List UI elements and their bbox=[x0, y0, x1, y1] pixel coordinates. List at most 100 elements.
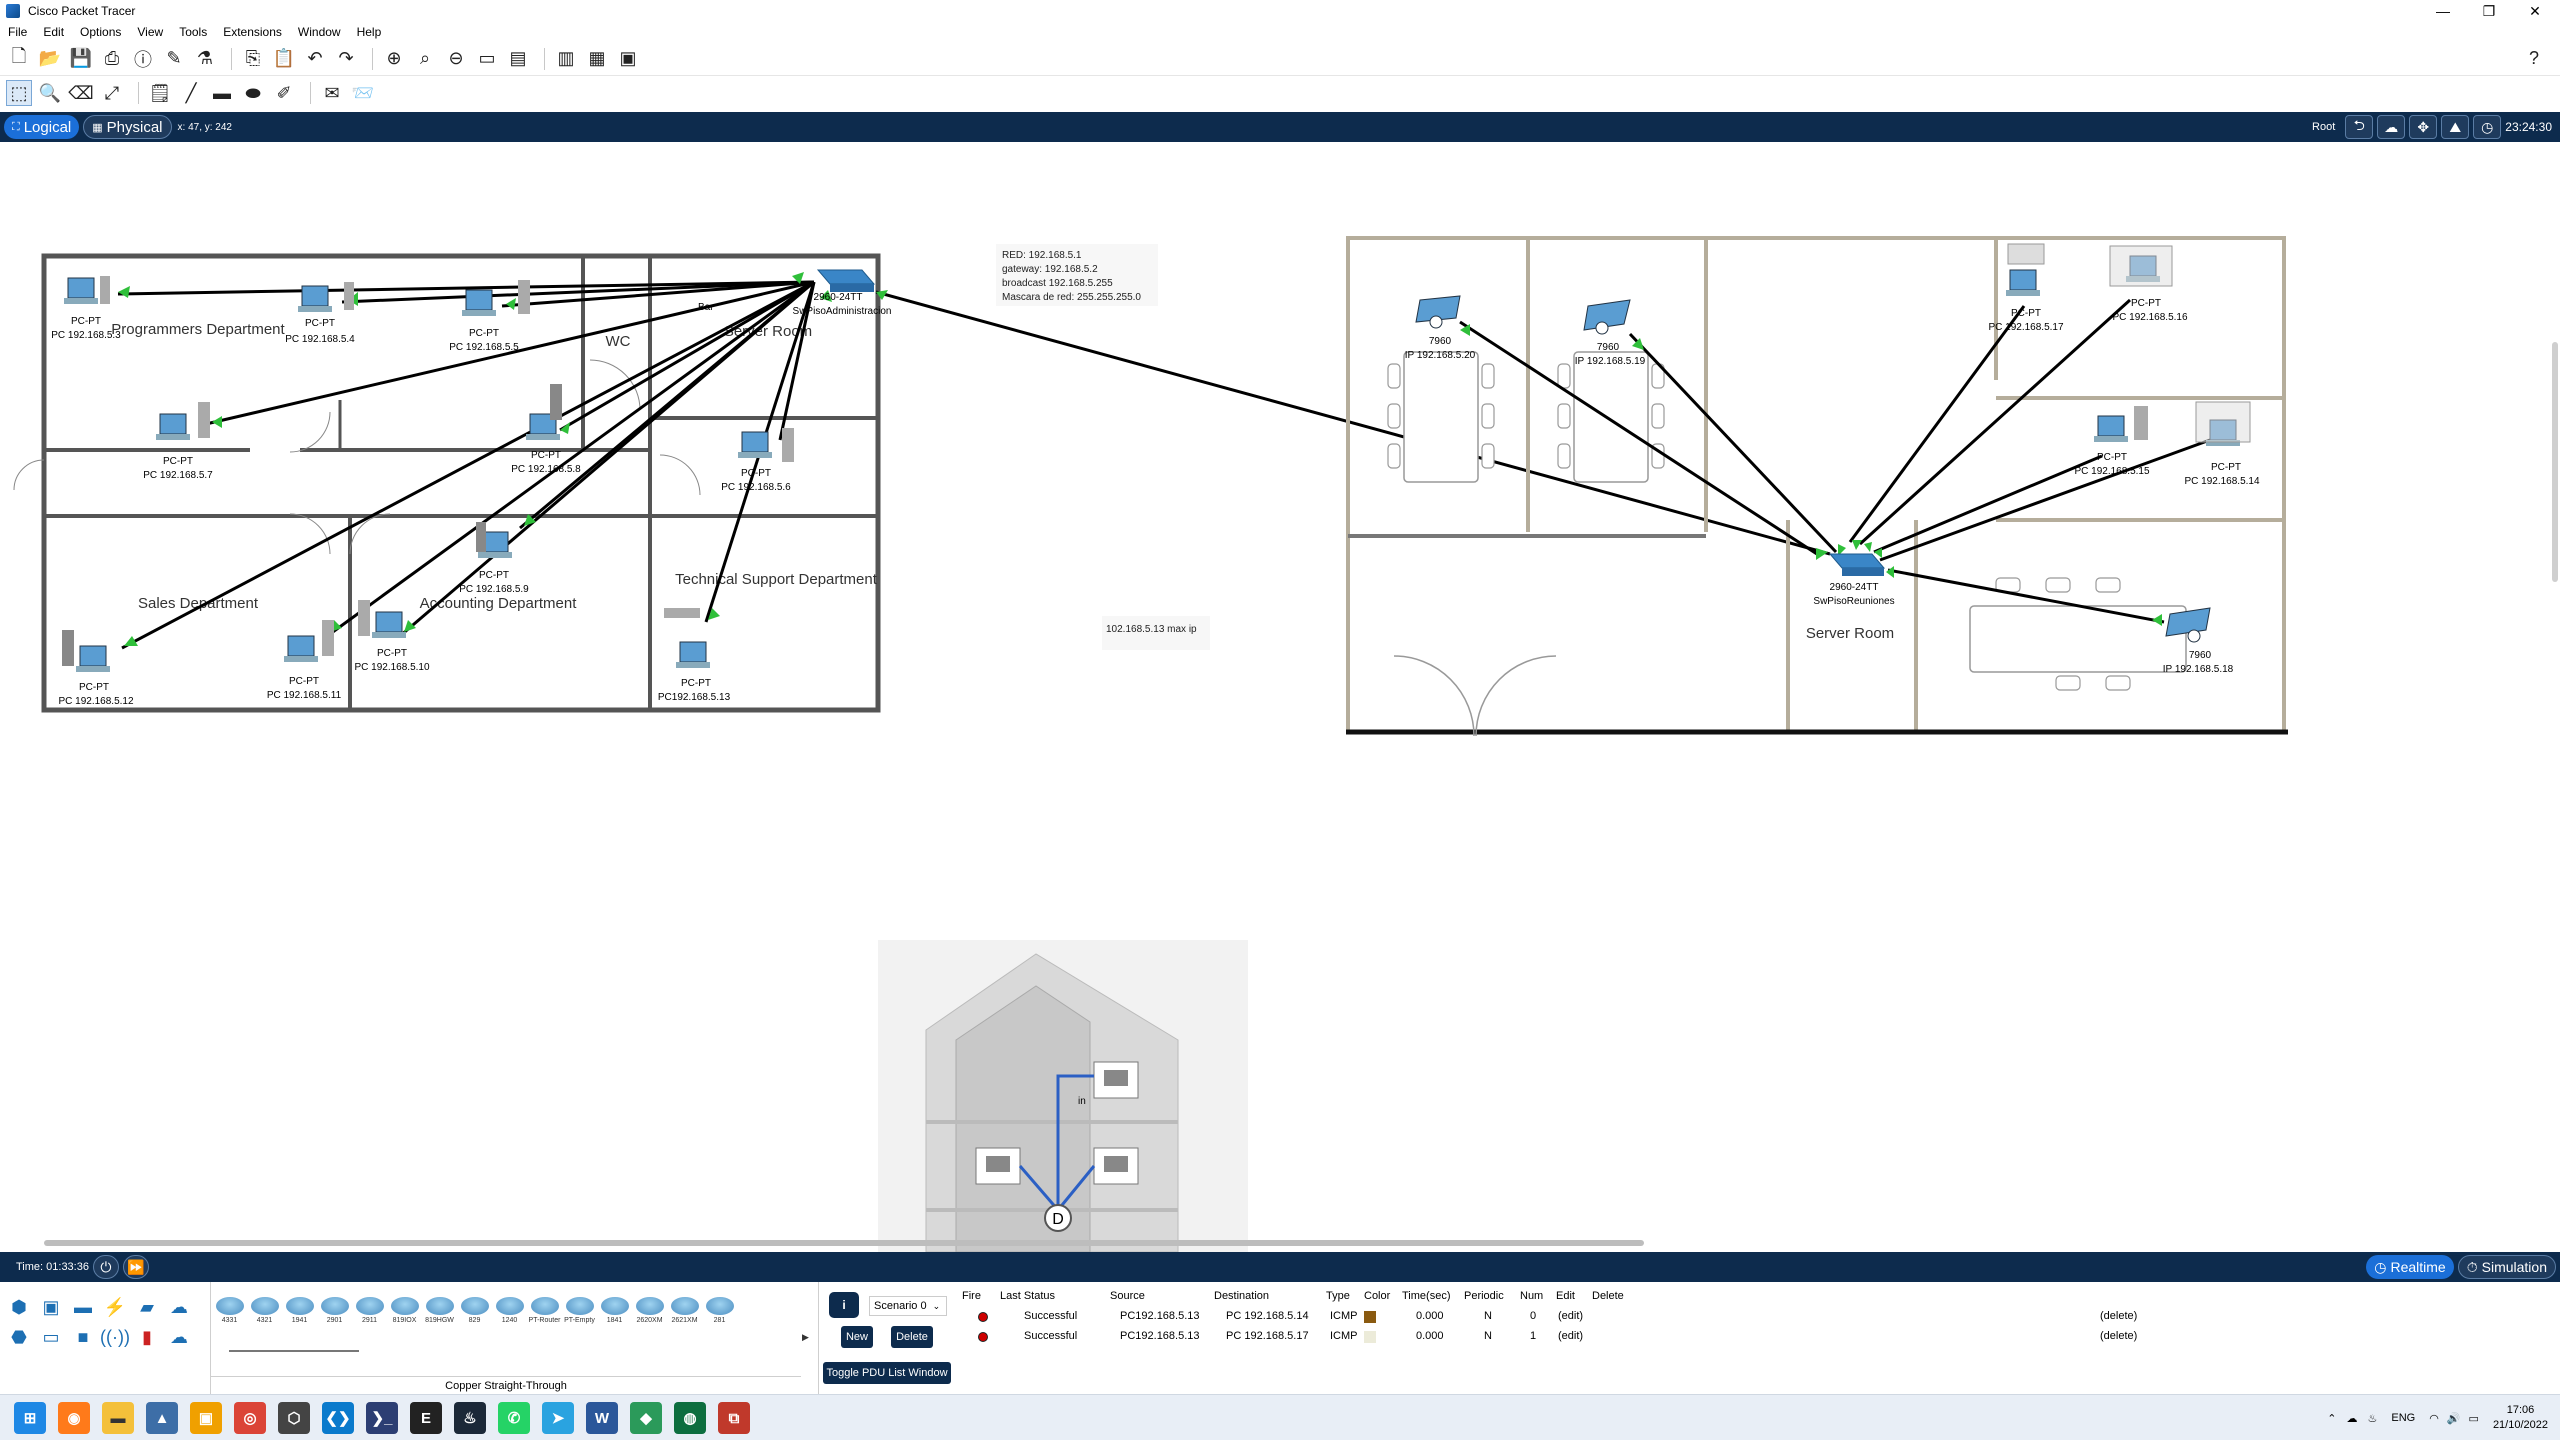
simulation-tab[interactable]: ⏱ Simulation bbox=[2457, 1255, 2556, 1279]
switches-icon[interactable]: ▭ bbox=[42, 1326, 60, 1347]
move-icon[interactable]: ✥ bbox=[2409, 115, 2438, 139]
line-icon[interactable]: ╱ bbox=[185, 82, 197, 103]
git-icon[interactable]: ◆ bbox=[630, 1402, 662, 1434]
left-switch[interactable]: 2960-24TT SwPisoAdministracion bbox=[793, 269, 892, 317]
physical-tab[interactable]: ▦ Physical bbox=[83, 115, 172, 139]
power-cycle-icon[interactable]: ⏻ bbox=[92, 1255, 119, 1279]
fire-indicator-icon[interactable] bbox=[978, 1332, 988, 1342]
select-icon[interactable]: ⬚ bbox=[6, 80, 32, 106]
ellipse-icon[interactable]: ⬬ bbox=[245, 82, 261, 103]
menu-file[interactable]: File bbox=[8, 25, 28, 39]
device-2621xm[interactable]: 2621XM bbox=[668, 1286, 701, 1324]
drawing-palette-icon[interactable]: ▭ bbox=[478, 48, 496, 68]
pc-192-168-5-12[interactable]: PC-PT PC 192.168.5.12 bbox=[58, 630, 134, 707]
viewport-icon[interactable]: ▦ bbox=[588, 48, 606, 68]
unity-icon[interactable]: ⬡ bbox=[278, 1402, 310, 1434]
wifi-icon[interactable]: ◠ bbox=[2429, 1412, 2439, 1425]
realtime-tab[interactable]: ◷ Realtime bbox=[2366, 1255, 2454, 1279]
menu-help[interactable]: Help bbox=[356, 25, 382, 39]
vscode-icon[interactable]: ❮❯ bbox=[322, 1402, 354, 1434]
windows-start-icon[interactable]: ⊞ bbox=[14, 1402, 46, 1434]
device-1941[interactable]: 1941 bbox=[283, 1286, 316, 1324]
resize-icon[interactable]: ⤢ bbox=[104, 82, 120, 103]
delete-icon[interactable]: ⌫ bbox=[68, 82, 94, 103]
pc-192-168-5-17[interactable]: PC-PT PC 192.168.5.17 bbox=[1988, 243, 2064, 333]
whatsapp-icon[interactable]: ✆ bbox=[498, 1402, 530, 1434]
device-829[interactable]: 829 bbox=[458, 1286, 491, 1324]
device-4321[interactable]: 4321 bbox=[248, 1286, 281, 1324]
cloud-icon[interactable]: ☁ bbox=[2377, 115, 2406, 139]
packet-tracer-taskbar-icon[interactable]: ◍ bbox=[674, 1402, 706, 1434]
print-icon[interactable]: ⎙ bbox=[104, 48, 120, 68]
components-icon[interactable]: ▬ bbox=[74, 1296, 92, 1317]
scenario-select[interactable]: Scenario 0 ⌄ bbox=[869, 1296, 947, 1316]
ip-phone-192-168-5-18[interactable]: 7960 IP 192.168.5.18 bbox=[2163, 607, 2234, 675]
fast-forward-icon[interactable]: ⏩ bbox=[122, 1255, 149, 1279]
device-list-scrollbar[interactable] bbox=[229, 1350, 359, 1352]
redo-icon[interactable]: ↷ bbox=[338, 48, 354, 68]
connections-icon[interactable]: ⚡ bbox=[103, 1296, 127, 1317]
logical-workspace[interactable]: Programmers Department WC Server Room Sa… bbox=[0, 142, 2560, 1252]
minimize-button[interactable]: — bbox=[2436, 3, 2450, 19]
tray-chevron-icon[interactable]: ⌃ bbox=[2327, 1412, 2337, 1425]
ip-phone-192-168-5-20[interactable]: 7960 IP 192.168.5.20 bbox=[1405, 295, 1476, 361]
firefox-icon[interactable]: ◉ bbox=[58, 1402, 90, 1434]
collapse-arrow-icon[interactable]: ▶ bbox=[802, 1332, 809, 1342]
pc-192-168-5-8[interactable]: PC-PT PC 192.168.5.8 bbox=[511, 384, 581, 475]
new-scenario-button[interactable]: New bbox=[841, 1326, 873, 1348]
network-note[interactable]: RED: 192.168.5.1 gateway: 192.168.5.2 br… bbox=[996, 244, 1158, 306]
vertical-scrollbar[interactable] bbox=[2552, 342, 2558, 582]
help-icon[interactable]: ? bbox=[2528, 48, 2539, 68]
right-switch[interactable]: 2960-24TT SwPisoReuniones bbox=[1813, 553, 1895, 607]
viewport-toggle-icon[interactable]: ⛰ bbox=[2441, 115, 2470, 139]
time-icon[interactable]: ◷ bbox=[2473, 115, 2502, 139]
close-button[interactable]: ✕ bbox=[2529, 2, 2541, 19]
menu-window[interactable]: Window bbox=[297, 25, 341, 39]
powershell-icon[interactable]: ❯_ bbox=[366, 1402, 398, 1434]
device-pt-router[interactable]: PT-Router bbox=[528, 1286, 561, 1324]
ip-phone-192-168-5-19[interactable]: 7960 IP 192.168.5.19 bbox=[1575, 299, 1646, 367]
building-thumbnail[interactable]: in D bbox=[878, 940, 1248, 1252]
wizard-icon[interactable]: ✎ bbox=[166, 48, 182, 68]
routers-icon[interactable]: ⬣ bbox=[11, 1326, 27, 1347]
end-devices-icon[interactable]: ▣ bbox=[42, 1296, 60, 1317]
chrome-icon[interactable]: ◎ bbox=[234, 1402, 266, 1434]
pc-192-168-5-3[interactable]: PC-PT PC 192.168.5.3 bbox=[51, 276, 121, 341]
device-819hgw[interactable]: 819HGW bbox=[423, 1286, 456, 1324]
pc-192-168-5-6[interactable]: PC-PT PC 192.168.5.6 bbox=[721, 428, 794, 493]
battery-icon[interactable]: ▭ bbox=[2468, 1412, 2479, 1425]
misc-icon[interactable]: ▰ bbox=[140, 1296, 154, 1317]
inspect-icon[interactable]: 🔍 bbox=[38, 82, 62, 103]
zoom-in-icon[interactable]: ⊕ bbox=[386, 48, 402, 68]
pdu-row[interactable]: Successful PC192.168.5.13 PC 192.168.5.1… bbox=[960, 1328, 2560, 1346]
volume-icon[interactable]: 🔊 bbox=[2446, 1412, 2461, 1425]
device-281[interactable]: 281 bbox=[703, 1286, 736, 1324]
rectangle-icon[interactable]: ▬ bbox=[213, 82, 231, 103]
logical-tab[interactable]: ⛶ Logical bbox=[4, 115, 80, 139]
wan-emulation-icon[interactable]: ☁ bbox=[170, 1326, 188, 1347]
add-simple-pdu-icon[interactable]: ✉ bbox=[324, 82, 340, 103]
zoom-out-icon[interactable]: ⊖ bbox=[448, 48, 464, 68]
pc-192-168-5-10[interactable]: PC-PT PC 192.168.5.10 bbox=[354, 600, 430, 673]
pc-192-168-5-13[interactable]: PC-PT PC192.168.5.13 bbox=[658, 608, 731, 703]
horizontal-scrollbar[interactable] bbox=[44, 1240, 1644, 1246]
steam-icon[interactable]: ♨ bbox=[454, 1402, 486, 1434]
paste-icon[interactable]: 📋 bbox=[272, 48, 296, 68]
file-explorer-icon[interactable]: ▬ bbox=[102, 1402, 134, 1434]
photos-icon[interactable]: ▲ bbox=[146, 1402, 178, 1434]
pdu-edit-link[interactable]: (edit) bbox=[1558, 1310, 1584, 1322]
tray-cloud-icon[interactable]: ☁ bbox=[2346, 1412, 2358, 1425]
pc-192-168-5-4[interactable]: PC-PT PC 192.168.5.4 bbox=[285, 282, 355, 345]
menu-options[interactable]: Options bbox=[80, 25, 122, 39]
pc-192-168-5-15[interactable]: PC-PT PC 192.168.5.15 bbox=[2074, 406, 2150, 477]
pdu-delete-link[interactable]: (delete) bbox=[2100, 1330, 2138, 1342]
freeform-icon[interactable]: ✐ bbox=[276, 82, 292, 103]
pc-192-168-5-16[interactable]: PC-PT PC 192.168.5.16 bbox=[2109, 245, 2188, 323]
fire-indicator-icon[interactable] bbox=[978, 1312, 988, 1322]
undo-icon[interactable]: ↶ bbox=[307, 48, 323, 68]
pdu-row[interactable]: Successful PC192.168.5.13 PC 192.168.5.1… bbox=[960, 1308, 2560, 1326]
acrobat-icon[interactable]: ⧉ bbox=[718, 1402, 750, 1434]
toggle-pdu-list-button[interactable]: Toggle PDU List Window bbox=[823, 1362, 951, 1384]
copy-icon[interactable]: ⎘ bbox=[245, 48, 261, 68]
new-icon[interactable]: 🗋 bbox=[11, 45, 27, 66]
